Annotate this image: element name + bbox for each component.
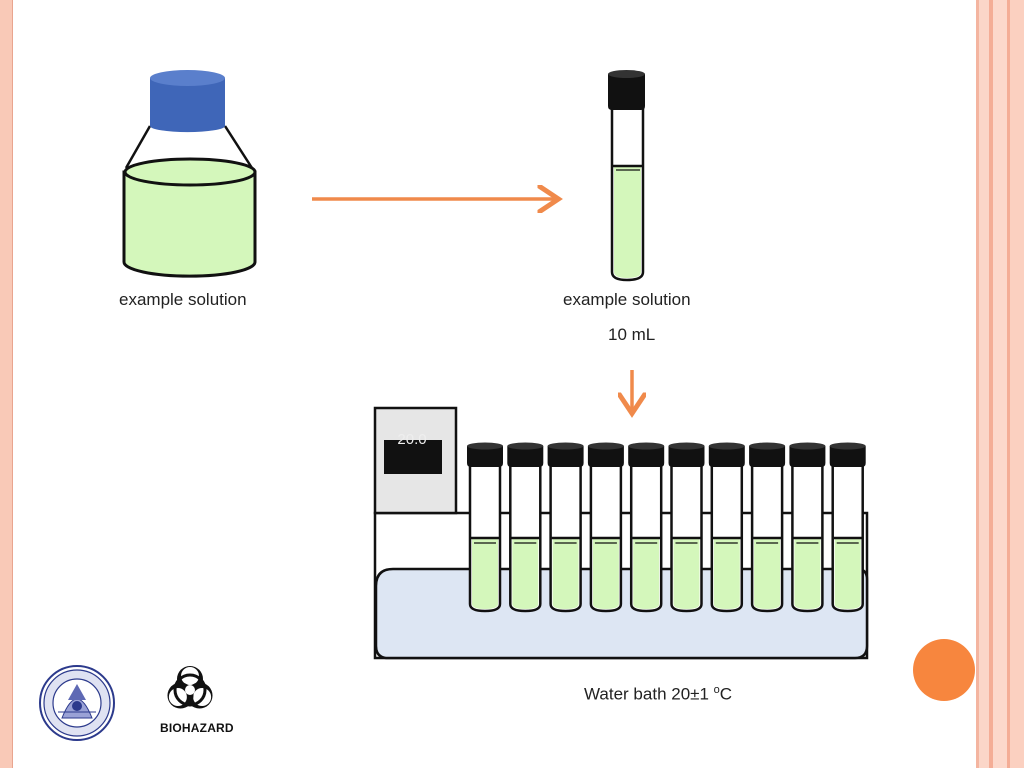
left-border-stripe: [0, 0, 13, 768]
rack-test-tube: [507, 442, 544, 613]
rack-tube-cap: [628, 446, 665, 467]
rack-test-tube: [789, 442, 826, 613]
single-test-tube: [608, 70, 645, 282]
rack-test-tube: [668, 442, 705, 613]
tube-label: example solution: [563, 290, 691, 309]
tube-rack: [467, 442, 866, 613]
accent-circle: [913, 639, 975, 701]
rack-tube-cap: [829, 446, 866, 467]
rack-tube-cap: [507, 446, 544, 467]
rack-tube-cap: [749, 446, 786, 467]
right-border-stripes: [976, 0, 1024, 768]
temperature-unit: C: [719, 684, 733, 704]
bottle-cap: [150, 70, 225, 133]
water-bath: [373, 406, 869, 660]
temperature-display: [384, 440, 442, 474]
rack-test-tube: [829, 442, 866, 613]
biohazard-icon: [167, 666, 213, 709]
rack-tube-cap: [547, 446, 584, 467]
rack-tube-cap: [668, 446, 705, 467]
rack-tube-cap: [467, 446, 503, 467]
biohazard-label: BIOHAZARD: [160, 721, 234, 735]
rack-test-tube: [628, 442, 665, 613]
rack-test-tube: [547, 442, 584, 613]
stock-bottle: [122, 70, 257, 278]
rack-test-tube: [749, 442, 786, 613]
water-bath-caption-text: Water bath 20±1: [584, 684, 714, 704]
rack-tube-cap: [708, 446, 745, 467]
stock-bottle-label: example solution: [119, 290, 247, 309]
water-bath-caption: Water bath 20±1 oC: [584, 684, 732, 705]
tube-cap: [608, 70, 645, 110]
rack-tube-cap: [789, 446, 826, 467]
tube-volume-label: 10 mL: [608, 325, 656, 344]
control-panel: [373, 406, 458, 515]
university-seal: [39, 665, 115, 741]
temperature-display-value: 20.0: [397, 431, 427, 448]
rack-tube-cap: [587, 446, 624, 467]
rack-test-tube: [587, 442, 624, 613]
degree-symbol: o: [713, 684, 720, 696]
rack-test-tube: [467, 442, 503, 613]
rack-test-tube: [708, 442, 745, 613]
